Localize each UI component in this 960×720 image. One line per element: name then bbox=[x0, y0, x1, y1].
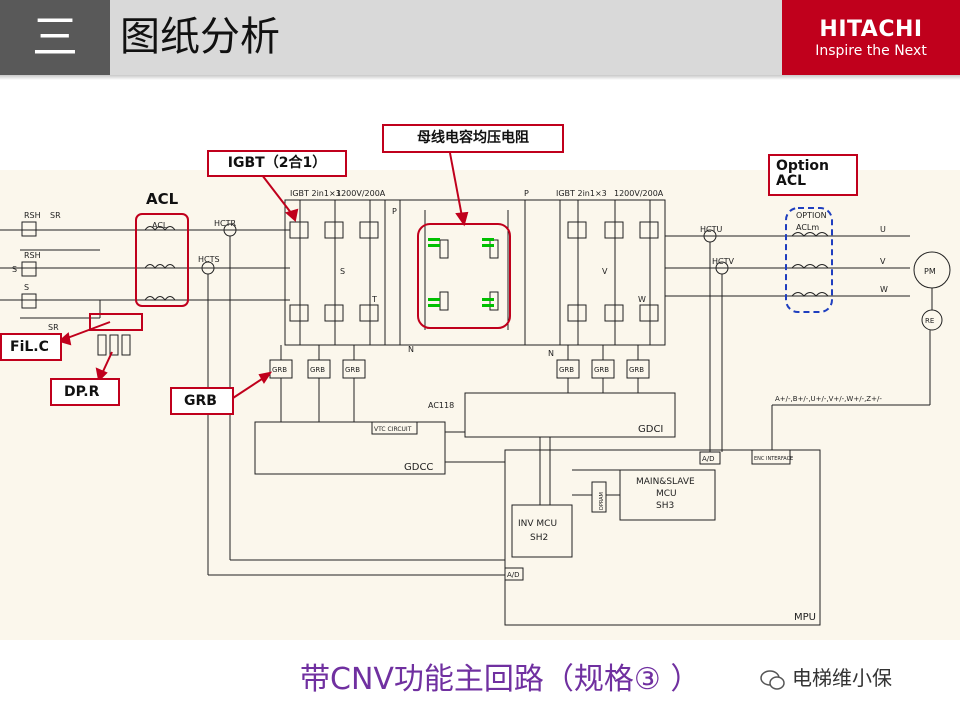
v-out-label: V bbox=[880, 257, 886, 266]
mpu-block bbox=[504, 449, 821, 626]
option-acl-line-1: Option bbox=[776, 158, 829, 174]
page-title: 图纸分析 bbox=[120, 14, 280, 60]
u-out-label: U bbox=[880, 225, 886, 234]
header-shadow bbox=[0, 75, 960, 80]
grb-label: GRB bbox=[345, 366, 360, 374]
gdcc-block bbox=[254, 421, 446, 475]
w-out-label: W bbox=[880, 285, 888, 294]
inv-mcu-label-1: INV MCU bbox=[518, 519, 557, 529]
hctu-label: HCTU bbox=[700, 225, 722, 234]
acl-coil bbox=[144, 296, 176, 301]
hcts-label: HCTS bbox=[198, 255, 220, 264]
logo-tagline: Inspire the Next bbox=[815, 43, 927, 59]
gdci-label: GDCI bbox=[638, 424, 663, 435]
dp-resistor bbox=[109, 334, 119, 356]
option-acl-highlight bbox=[785, 207, 833, 313]
main-mcu-label-1: MAIN&SLAVE bbox=[636, 477, 695, 487]
ac118-label: AC118 bbox=[428, 401, 454, 410]
dpr-callout: DP.R bbox=[50, 378, 120, 406]
grb-label: GRB bbox=[310, 366, 325, 374]
rsh-top-label: RSH bbox=[24, 211, 41, 220]
mpu-label: MPU bbox=[794, 612, 816, 623]
watermark-text: 电梯维小保 bbox=[792, 666, 892, 690]
pm-label: PM bbox=[924, 267, 936, 276]
sr-top-label: SR bbox=[50, 211, 61, 220]
rsh-mid-label: RSH bbox=[24, 251, 41, 260]
hitachi-logo: HITACHI Inspire the Next bbox=[782, 0, 960, 75]
acl-label: ACL bbox=[146, 190, 179, 208]
bus-resistor-callout: 母线电容均压电阻 bbox=[382, 124, 564, 153]
rating-left: 1200V/200A bbox=[336, 189, 386, 198]
encoder-signals-label: A+/-,B+/-,U+/-,V+/-,W+/-,Z+/- bbox=[775, 395, 882, 403]
grb-label: GRB bbox=[559, 366, 574, 374]
rating-right: 1200V/200A bbox=[614, 189, 664, 198]
n-right-label: N bbox=[548, 349, 554, 358]
section-number-box: 三 bbox=[0, 0, 110, 75]
main-mcu-label-2: MCU bbox=[656, 489, 677, 499]
vtc-label: VTC CIRCUIT bbox=[374, 426, 412, 433]
dp-resistor bbox=[121, 334, 131, 356]
s-bottom-label: S bbox=[24, 283, 29, 292]
s-left-label: S bbox=[12, 265, 17, 274]
grb-label: GRB bbox=[629, 366, 644, 374]
acl-box-label: ACL bbox=[152, 221, 168, 230]
bus-capacitors bbox=[428, 238, 494, 307]
option-acl-coil bbox=[791, 292, 829, 297]
rsh-resistor bbox=[21, 221, 37, 237]
logo-wordmark: HITACHI bbox=[819, 17, 923, 42]
aclm-label: ACLm bbox=[796, 223, 819, 232]
grb-label: GRB bbox=[272, 366, 287, 374]
s-node-label: S bbox=[340, 267, 345, 276]
t-node-label: T bbox=[371, 295, 377, 304]
ad-bottom-label: A/D bbox=[507, 571, 520, 579]
sr-bottom-label: SR bbox=[48, 323, 59, 332]
p-left-label: P bbox=[392, 207, 397, 216]
acl-highlight bbox=[135, 213, 189, 307]
inv-mcu-label-2: SH2 bbox=[530, 533, 548, 543]
igbt-callout: IGBT（2合1） bbox=[207, 150, 347, 177]
option-box-label: OPTION bbox=[796, 211, 827, 220]
option-acl-coil bbox=[791, 232, 829, 237]
option-acl-line-2: ACL bbox=[776, 173, 807, 189]
watermark: 电梯维小保 bbox=[760, 662, 892, 691]
re-label: RE bbox=[925, 317, 934, 325]
igbt-spec-right: IGBT 2in1×3 bbox=[556, 189, 607, 198]
inv-mcu-block bbox=[511, 504, 573, 558]
encoder-interface-block bbox=[751, 449, 791, 465]
dpram-label: DPRAM bbox=[599, 492, 605, 510]
w-node-label: W bbox=[638, 295, 646, 304]
filc-callout: FiL.C bbox=[0, 333, 62, 361]
igbt-spec-left: IGBT 2in1×3 bbox=[290, 189, 341, 198]
p-right-label: P bbox=[524, 189, 529, 198]
n-left-label: N bbox=[408, 345, 414, 354]
option-acl-coil bbox=[791, 264, 829, 269]
dpram-block bbox=[591, 481, 607, 513]
gdcc-label: GDCC bbox=[404, 462, 433, 473]
option-acl-callout: Option ACL bbox=[768, 154, 858, 196]
diagram-caption: 带CNV功能主回路（规格③ ） bbox=[300, 662, 701, 697]
acl-coil bbox=[144, 226, 176, 231]
v-node-label: V bbox=[602, 267, 608, 276]
grb-label: GRB bbox=[594, 366, 609, 374]
main-mcu-label-3: SH3 bbox=[656, 501, 674, 511]
dp-resistor bbox=[97, 334, 107, 356]
rsh-resistor bbox=[21, 293, 37, 309]
hctv-label: HCTV bbox=[712, 257, 734, 266]
ad-top-label: A/D bbox=[702, 455, 715, 463]
inverter-igbt-bridge bbox=[559, 199, 666, 346]
acl-coil bbox=[144, 264, 176, 269]
filc-highlight bbox=[89, 313, 143, 331]
hctr-label: HCTR bbox=[214, 219, 236, 228]
ad-bottom-block bbox=[504, 567, 524, 581]
interface-label: ENC INTERFACE bbox=[754, 456, 793, 462]
gdci-block bbox=[464, 392, 676, 438]
vtc-circuit-block bbox=[371, 421, 418, 435]
grb-callout: GRB bbox=[170, 387, 234, 415]
wechat-icon bbox=[760, 669, 785, 690]
rsh-resistor bbox=[21, 261, 37, 277]
